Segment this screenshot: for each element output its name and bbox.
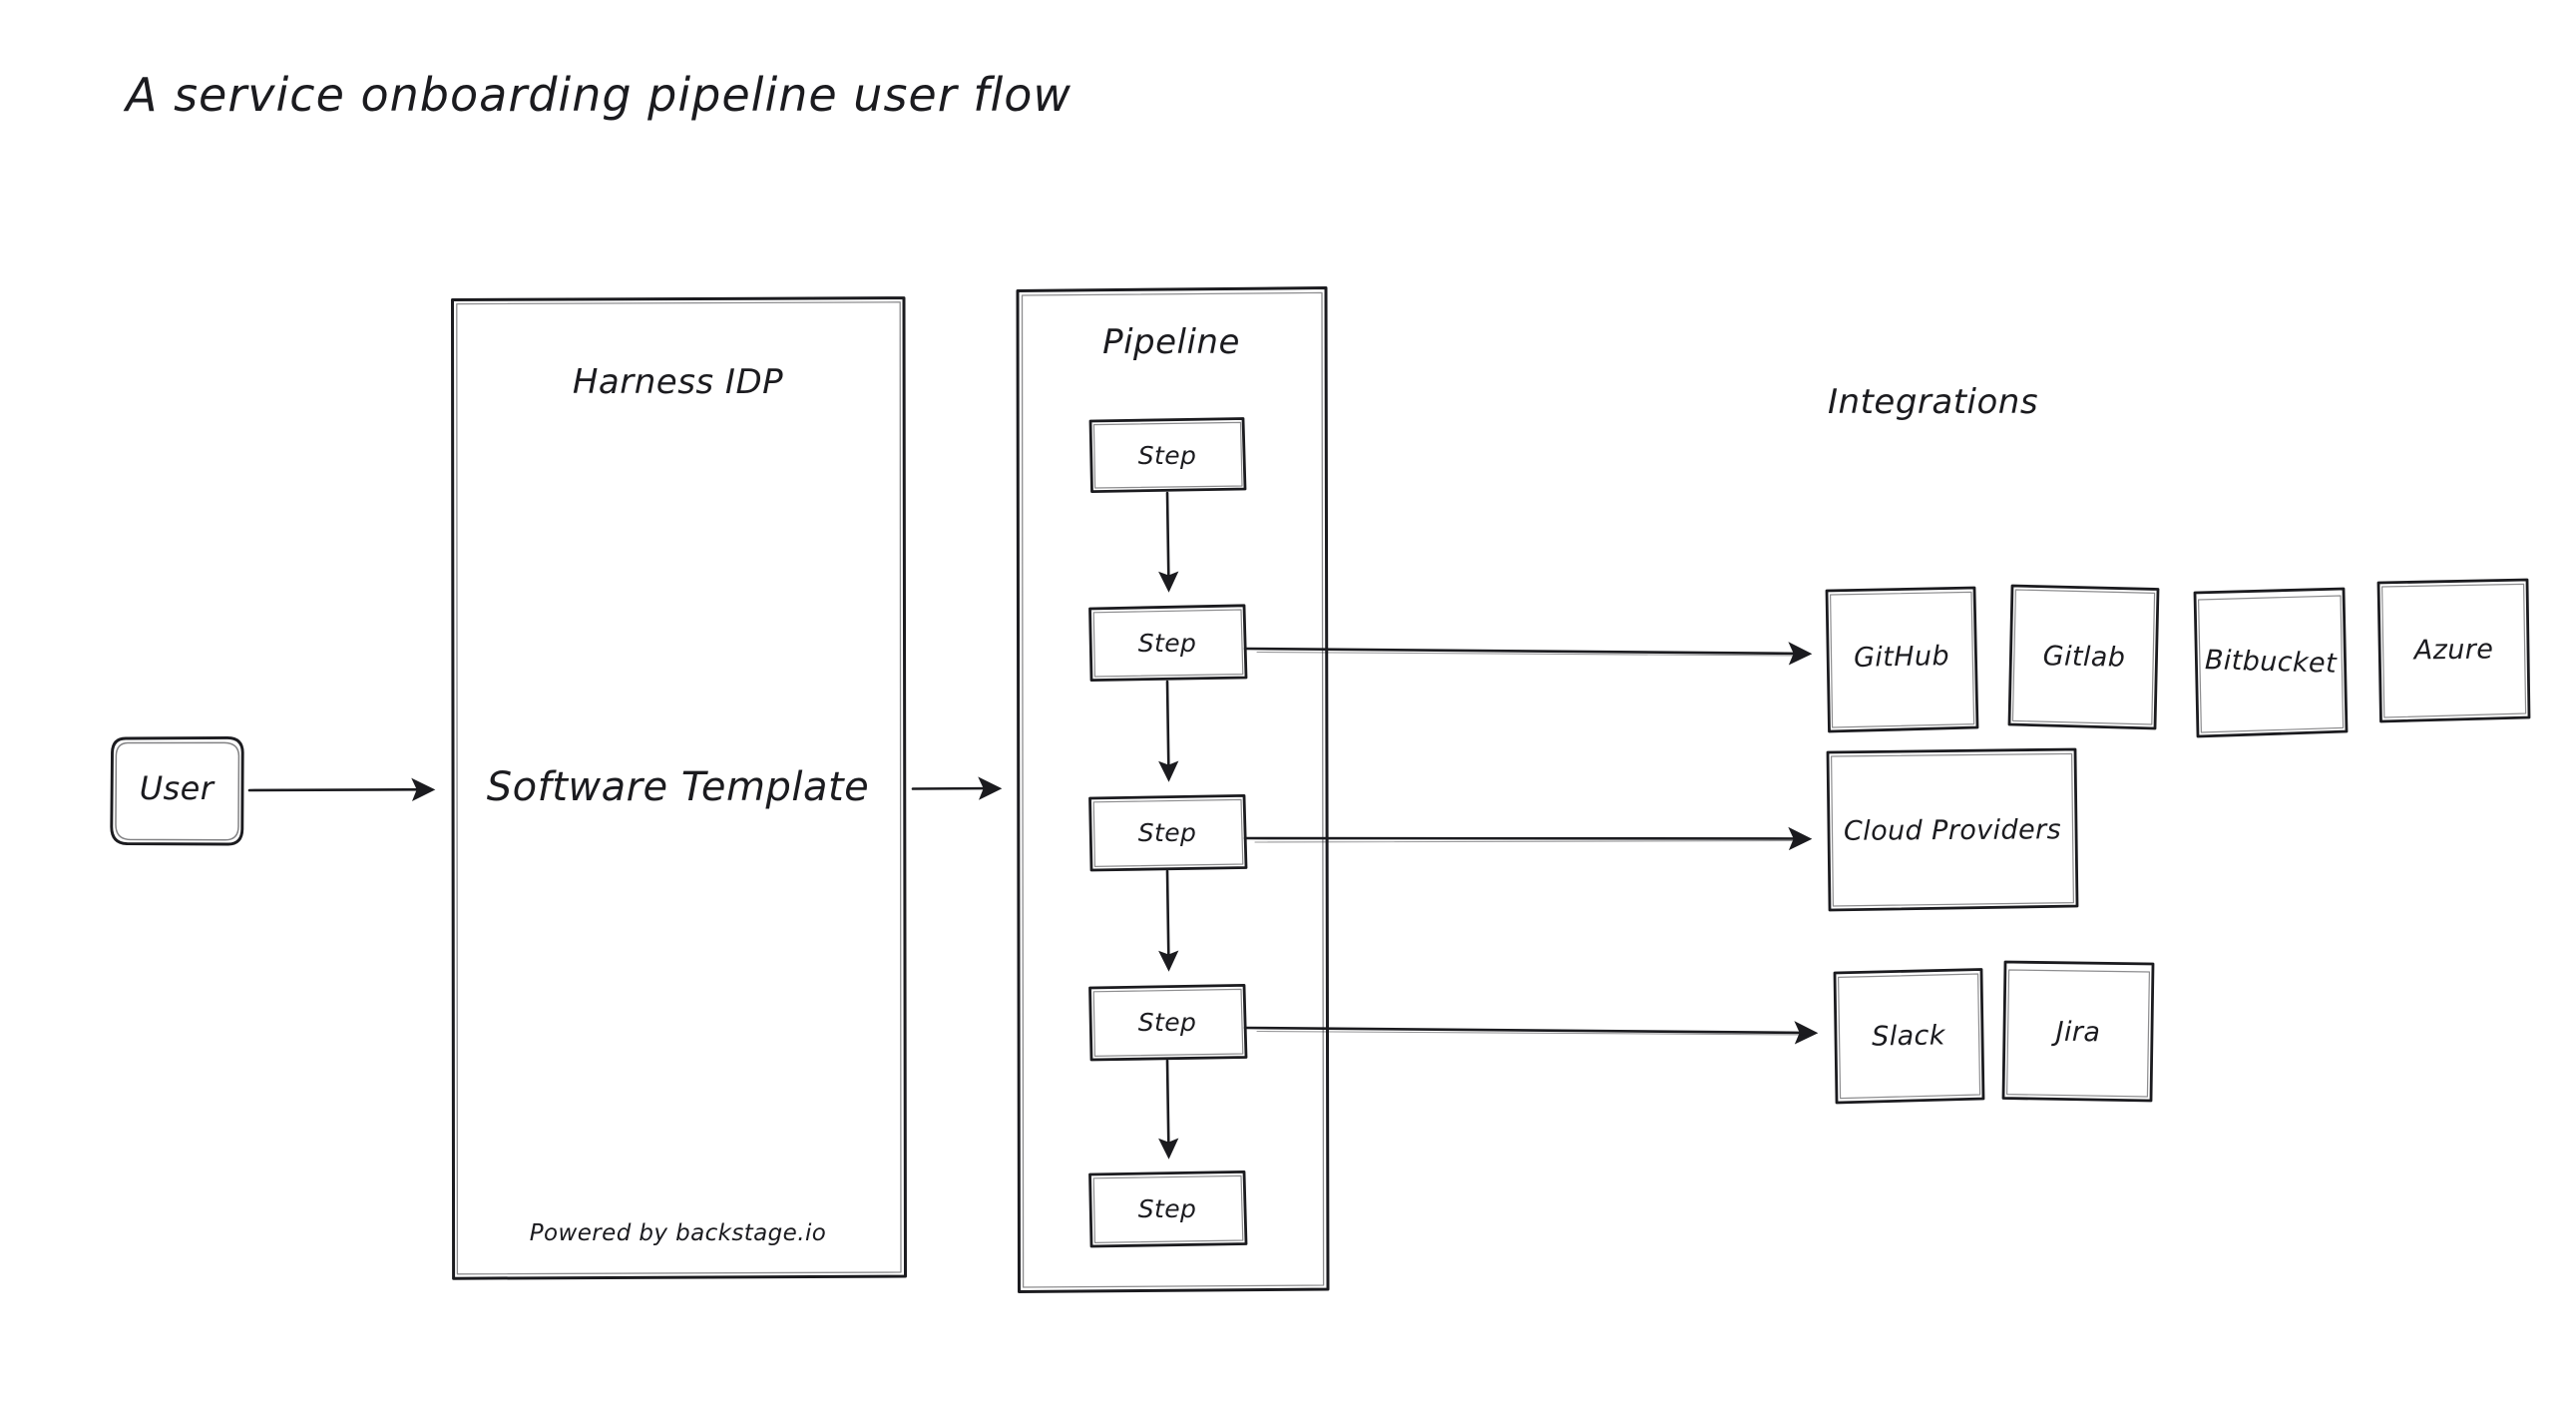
pipeline-container[interactable] — [1016, 287, 1328, 1292]
harness-idp-title: Harness IDP — [572, 362, 784, 402]
pipeline-title: Pipeline — [1102, 322, 1240, 362]
step-label: Step — [1137, 629, 1197, 658]
integration-node-bitbucket[interactable] — [2195, 589, 2348, 737]
integration-node-azure[interactable] — [2378, 580, 2530, 722]
software-template-label: Software Template — [486, 764, 870, 810]
user-node-label: User — [139, 769, 215, 807]
backstage-credit-label: Powered by backstage.io — [529, 1220, 827, 1246]
integrations-title: Integrations — [1828, 382, 2039, 422]
integration-node-jira[interactable] — [2004, 962, 2153, 1101]
user-node[interactable] — [112, 736, 243, 846]
page-title: A service onboarding pipeline user flow — [126, 68, 1072, 122]
step-label: Step — [1137, 1008, 1197, 1037]
step-label: Step — [1137, 818, 1197, 847]
integration-node-cloud-providers[interactable] — [1828, 749, 2078, 910]
integration-node-github[interactable] — [1827, 588, 1978, 732]
step-label: Step — [1137, 441, 1197, 470]
step-label: Step — [1137, 1194, 1197, 1223]
integration-node-gitlab[interactable] — [2009, 586, 2159, 729]
integration-node-slack[interactable] — [1835, 969, 1984, 1103]
harness-idp-container[interactable] — [451, 297, 906, 1280]
